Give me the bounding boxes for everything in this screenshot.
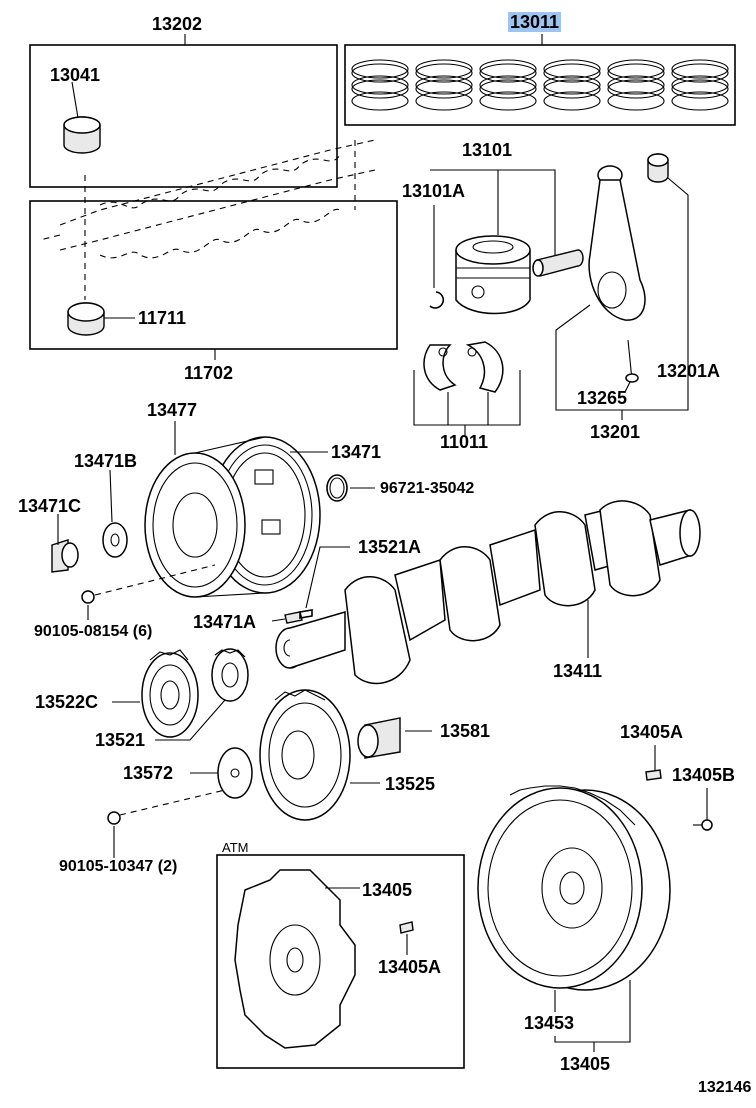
label-13471A: 13471A — [193, 612, 257, 632]
gear-13521 — [155, 648, 249, 741]
piston-pin — [532, 249, 584, 277]
label-11011: 11011 — [440, 432, 489, 452]
label-13201A: 13201A — [657, 361, 721, 381]
label-13405A-top: 13405A — [620, 722, 684, 742]
label-13581: 13581 — [440, 721, 491, 741]
key-13521A — [299, 609, 313, 619]
rod-bushing — [647, 153, 669, 183]
label-13405-atm: 13405 — [362, 880, 413, 900]
box-11702 — [29, 200, 398, 350]
label-13521: 13521 — [95, 730, 146, 750]
label-13453: 13453 — [524, 1013, 575, 1033]
label-11702: 11702 — [184, 363, 234, 383]
label-11711: 11711 — [138, 308, 187, 328]
piston-ring-sets — [351, 59, 729, 111]
label-13265: 13265 — [577, 388, 628, 408]
crankshaft — [275, 500, 701, 685]
bolt-13405B — [693, 788, 713, 831]
label-13522C: 13522C — [35, 692, 99, 712]
label-96721-35042: 96721-35042 — [380, 480, 475, 497]
label-13201: 13201 — [590, 422, 641, 442]
label-90105-10347: 90105-10347 (2) — [59, 858, 178, 875]
label-13411: 13411 — [553, 661, 603, 681]
label-13101: 13101 — [462, 140, 513, 160]
label-13405B: 13405B — [672, 765, 736, 785]
label-13101A: 13101A — [402, 181, 466, 201]
box-13011 — [344, 44, 736, 126]
label-13011: 13011 — [508, 12, 562, 32]
flywheel — [477, 785, 671, 991]
cam-gear-13525 — [259, 689, 380, 821]
crank-bearings-11011 — [423, 341, 504, 393]
piston — [455, 235, 531, 315]
label-13477: 13477 — [147, 400, 198, 420]
label-13471C: 13471C — [18, 496, 82, 516]
key-13471A — [271, 611, 303, 624]
plate-13572 — [190, 747, 253, 799]
label-13471: 13471 — [331, 442, 382, 462]
bolt-90105a — [81, 564, 216, 620]
label-13572: 13572 — [123, 763, 174, 783]
label-13041: 13041 — [50, 65, 101, 85]
box-atm — [216, 854, 465, 1069]
dowel-13405A — [645, 745, 662, 781]
label-13471B: 13471B — [74, 451, 138, 471]
label-13521A: 13521A — [358, 537, 422, 557]
washer-13471B — [102, 469, 128, 558]
snap-ring — [429, 291, 445, 309]
crank-pulley — [144, 436, 321, 598]
gear-13522C — [112, 649, 199, 738]
bearing-11711 — [67, 302, 135, 336]
bearing-13041 — [63, 116, 101, 154]
label-13405: 13405 — [560, 1054, 611, 1074]
connecting-rod — [588, 165, 646, 383]
label-13405A-atm: 13405A — [378, 957, 442, 977]
bolt-13471C — [51, 514, 79, 573]
crankshaft-ghost — [39, 139, 376, 300]
label-90105-08154: 90105-08154 (6) — [34, 623, 153, 640]
label-13525: 13525 — [385, 774, 436, 794]
drive-plate-atm — [234, 869, 414, 1049]
o-ring-96721 — [326, 474, 375, 502]
figure-number: 132146 — [698, 1079, 752, 1096]
box-13202 — [29, 44, 338, 188]
bolt-90105b — [107, 789, 226, 858]
label-13202: 13202 — [152, 14, 203, 34]
spacer-13581 — [357, 717, 432, 759]
label-atm: ATM — [222, 840, 249, 855]
